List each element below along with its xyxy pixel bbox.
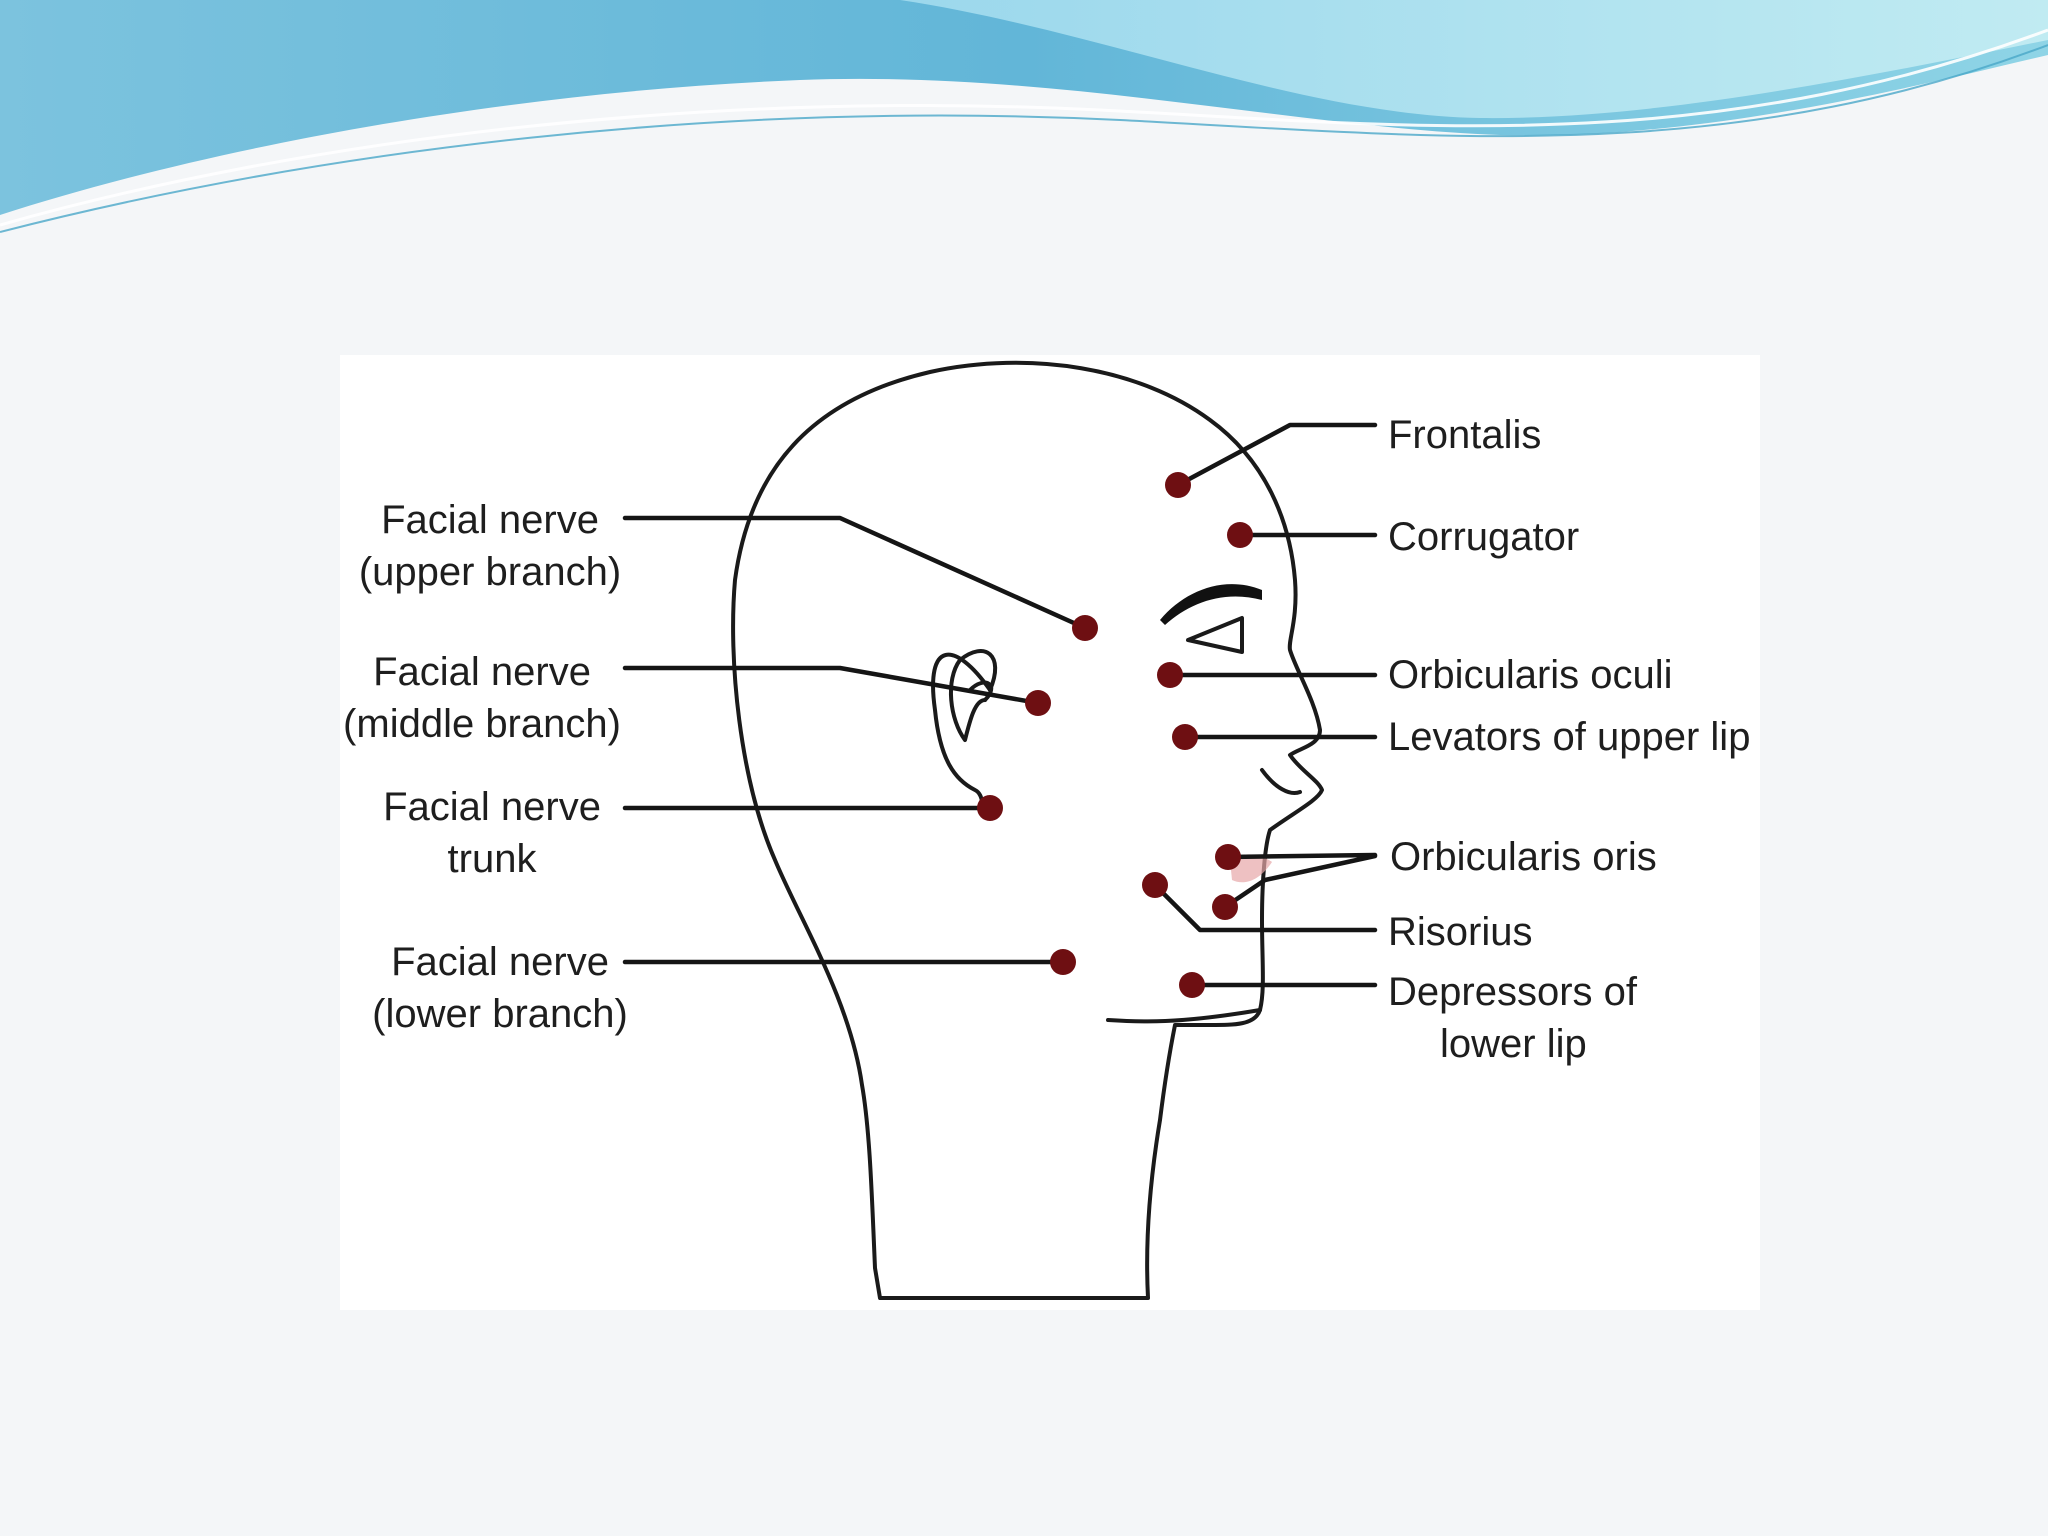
figure-panel [340, 355, 1760, 1310]
ear-inner [948, 649, 998, 742]
leader-lines [622, 422, 1378, 988]
nose-tip [1260, 768, 1302, 795]
label-upper-branch-line1: Facial nerve [381, 498, 599, 542]
jaw-line [1106, 1008, 1262, 1024]
header-banner [0, 0, 2048, 233]
eyebrow [1160, 584, 1262, 625]
label-middle-branch-line2: (middle branch) [343, 702, 621, 746]
dot-facial-nerve-middle [1025, 690, 1051, 716]
label-orbicularis-oris: Orbicularis oris [1390, 835, 1657, 879]
ear [931, 652, 992, 817]
dot-orbicularis-oris-upper [1215, 844, 1241, 870]
label-trunk-line2: trunk [448, 837, 538, 881]
dot-orbicularis-oculi [1157, 662, 1183, 688]
dot-orbicularis-oris-lower [1212, 894, 1238, 920]
label-frontalis: Frontalis [1388, 413, 1541, 457]
head-outline [731, 360, 1324, 1300]
lips [1230, 854, 1272, 883]
label-lower-branch-line2: (lower branch) [372, 992, 628, 1036]
label-depressors-line2: lower lip [1440, 1022, 1587, 1066]
label-lower-branch-line1: Facial nerve [391, 940, 609, 984]
label-upper-branch-line2: (upper branch) [359, 550, 621, 594]
label-orbicularis-oculi: Orbicularis oculi [1388, 653, 1673, 697]
dot-risorius [1142, 872, 1168, 898]
dot-frontalis [1165, 472, 1191, 498]
dot-corrugator [1227, 522, 1253, 548]
label-risorius: Risorius [1388, 910, 1532, 954]
label-levators-upper-lip: Levators of upper lip [1388, 715, 1750, 759]
label-middle-branch-line1: Facial nerve [373, 650, 591, 694]
dot-levators-upper-lip [1172, 724, 1198, 750]
dot-facial-nerve-lower [1050, 949, 1076, 975]
label-trunk-line1: Facial nerve [383, 785, 601, 829]
dot-depressors-lower-lip [1179, 972, 1205, 998]
dot-facial-nerve-upper [1072, 615, 1098, 641]
label-depressors-line1: Depressors of [1388, 970, 1638, 1014]
label-corrugator: Corrugator [1388, 515, 1579, 559]
dot-facial-nerve-trunk [977, 795, 1003, 821]
marker-dots [977, 472, 1253, 998]
eye [1186, 616, 1244, 654]
